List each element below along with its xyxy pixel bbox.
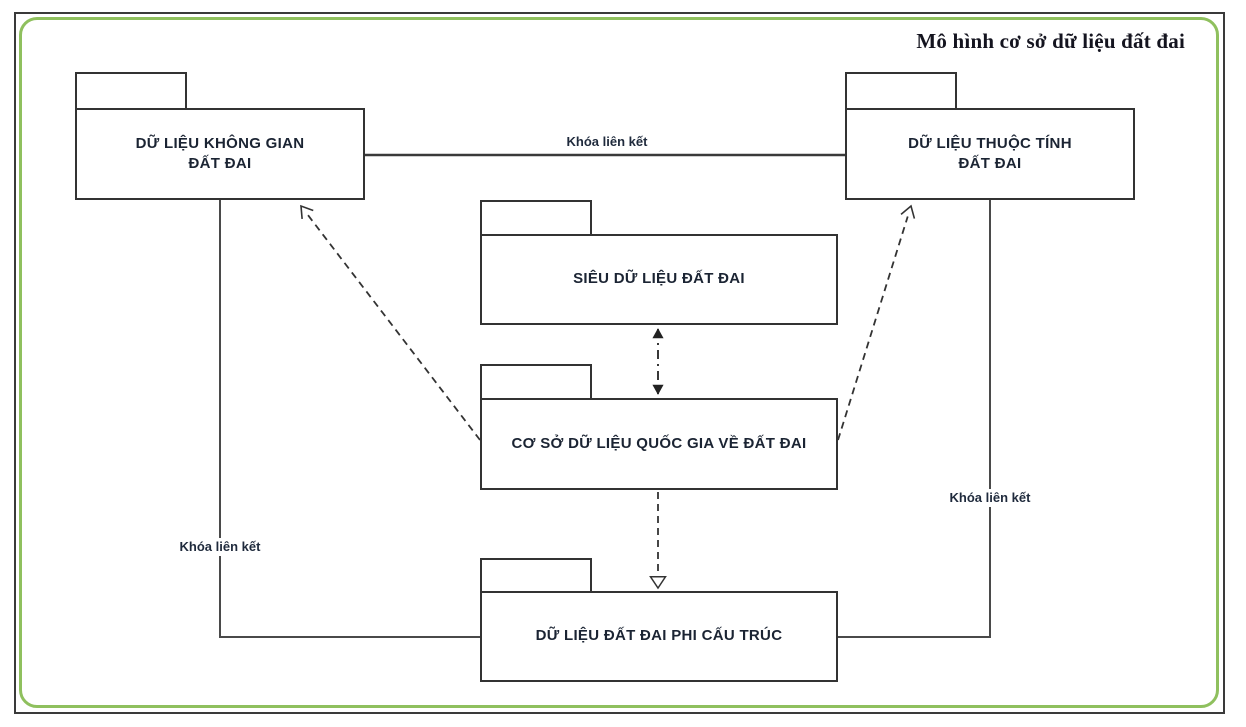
package-unstructured-land-data: DỮ LIỆU ĐẤT ĐAI PHI CẤU TRÚC <box>480 558 838 682</box>
package-label: DỮ LIỆU ĐẤT ĐAI PHI CẤU TRÚC <box>480 591 838 682</box>
package-spatial-land-data: DỮ LIỆU KHÔNG GIAN ĐẤT ĐAI <box>75 72 365 200</box>
package-attribute-land-data: DỮ LIỆU THUỘC TÍNH ĐẤT ĐAI <box>845 72 1135 200</box>
package-tab <box>480 558 592 593</box>
package-tab <box>845 72 957 110</box>
package-tab <box>480 200 592 236</box>
package-land-metadata: SIÊU DỮ LIỆU ĐẤT ĐAI <box>480 200 838 325</box>
link-key-label-top: Khóa liên kết <box>566 134 648 149</box>
green-rounded-border <box>19 17 1219 708</box>
package-tab <box>480 364 592 400</box>
package-label: SIÊU DỮ LIỆU ĐẤT ĐAI <box>480 234 838 325</box>
package-label: DỮ LIỆU THUỘC TÍNH ĐẤT ĐAI <box>845 108 1135 200</box>
outer-black-border <box>14 12 1225 714</box>
diagram-title: Mô hình cơ sở dữ liệu đất đai <box>916 29 1185 53</box>
package-tab <box>75 72 187 110</box>
package-label: DỮ LIỆU KHÔNG GIAN ĐẤT ĐAI <box>75 108 365 200</box>
link-key-label-left: Khóa liên kết <box>170 538 270 556</box>
link-key-label-right: Khóa liên kết <box>940 489 1040 507</box>
package-label: CƠ SỞ DỮ LIỆU QUỐC GIA VỀ ĐẤT ĐAI <box>480 398 838 490</box>
package-national-land-database: CƠ SỞ DỮ LIỆU QUỐC GIA VỀ ĐẤT ĐAI <box>480 364 838 490</box>
